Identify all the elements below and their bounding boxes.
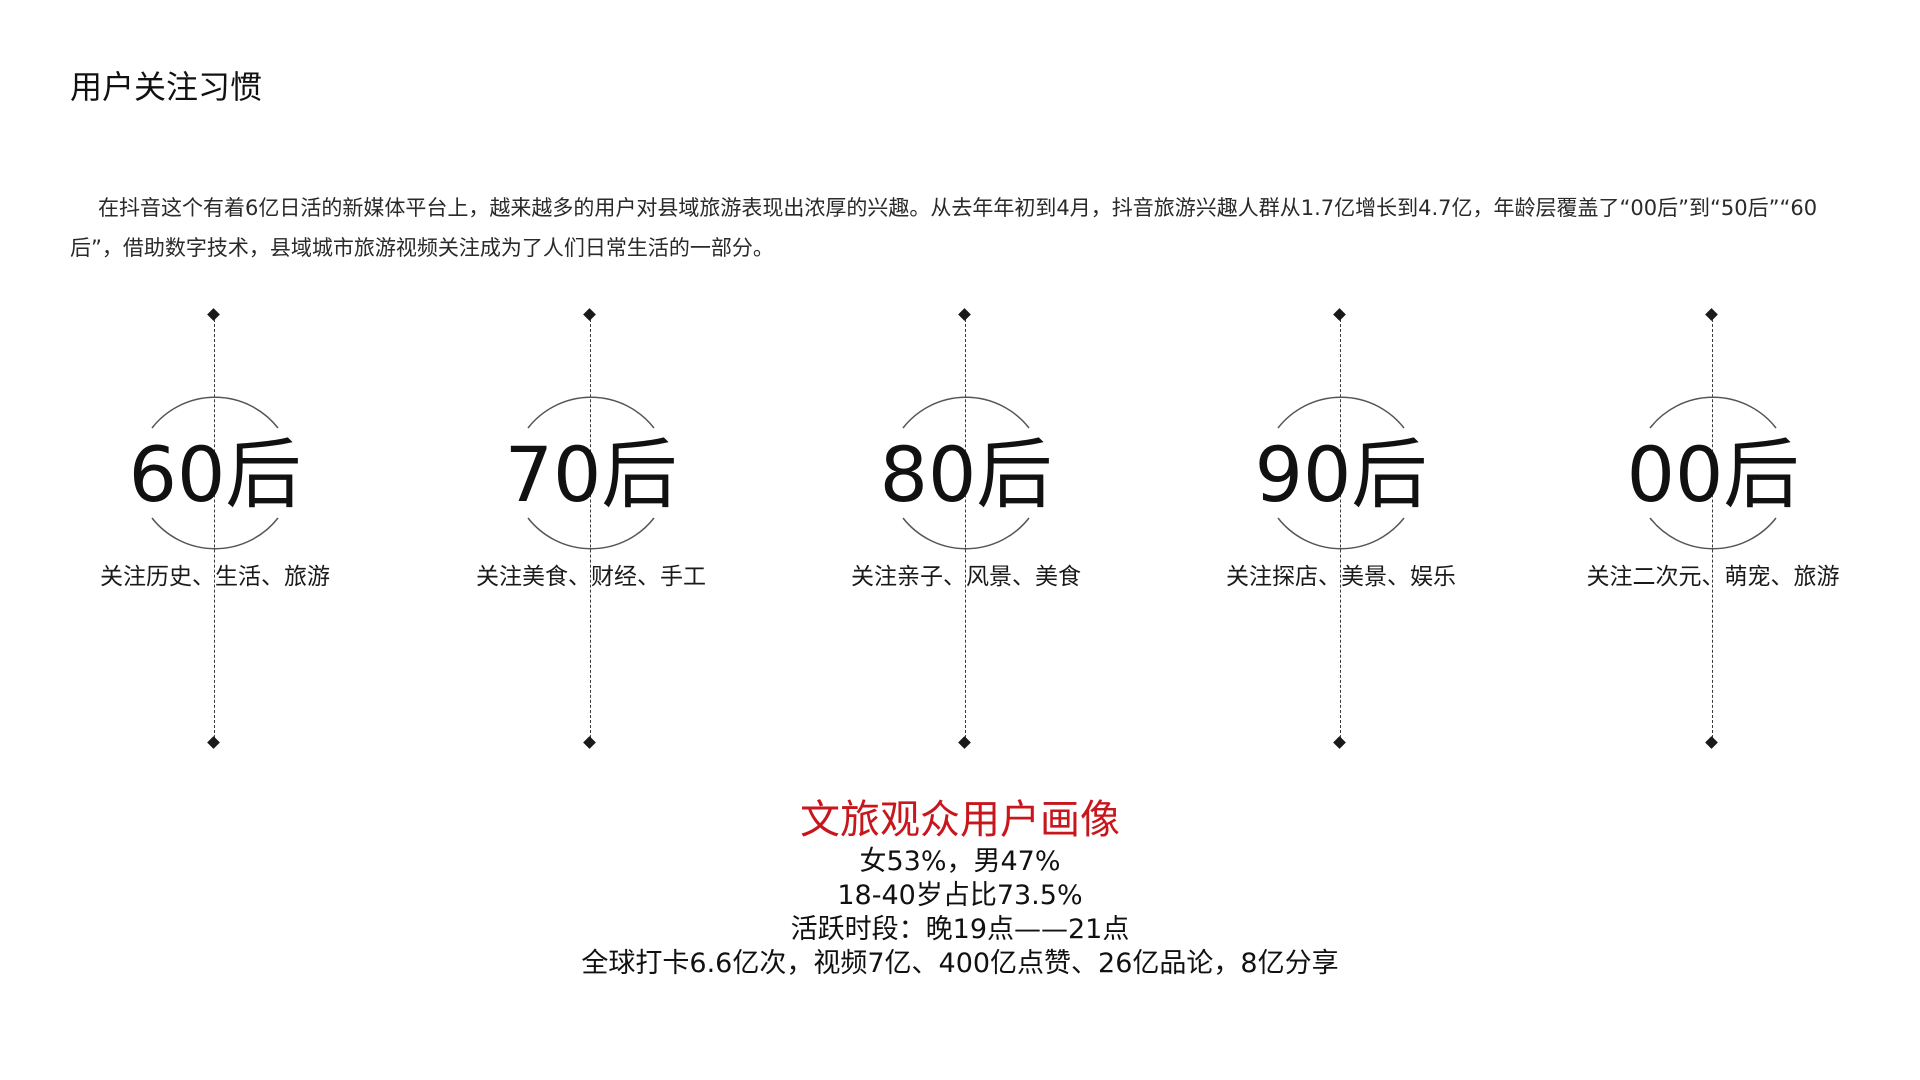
diamond-marker-top: [1333, 308, 1346, 321]
diamond-marker-bottom: [958, 736, 971, 749]
generation-timeline: 60后 关注历史、生活、旅游 70后 关注美食、财经、手工 80后 关注亲子、风…: [0, 300, 1920, 760]
generation-interests: 关注亲子、风景、美食: [851, 564, 1081, 590]
arc-decoration: [527, 396, 655, 550]
generation-label: 80后: [879, 430, 1053, 519]
generation-interests: 关注探店、美景、娱乐: [1226, 564, 1456, 590]
diamond-marker-bottom: [583, 736, 596, 749]
dashed-divider: [590, 314, 591, 738]
portrait-title: 文旅观众用户画像: [800, 797, 1120, 843]
generation-item-90s: 90后 关注探店、美景、娱乐: [1161, 300, 1521, 760]
generation-label: 00后: [1626, 430, 1800, 519]
diamond-marker-bottom: [1333, 736, 1346, 749]
generation-item-70s: 70后 关注美食、财经、手工: [411, 300, 771, 760]
dashed-divider: [1340, 314, 1341, 738]
diamond-marker-top: [207, 308, 220, 321]
page-title: 用户关注习惯: [70, 68, 263, 106]
generation-label: 70后: [504, 430, 678, 519]
diamond-marker-top: [958, 308, 971, 321]
portrait-active-time: 活跃时段：晚19点——21点: [790, 914, 1130, 945]
arc-decoration: [1277, 396, 1405, 550]
diamond-marker-top: [583, 308, 596, 321]
portrait-engagement: 全球打卡6.6亿次，视频7亿、400亿点赞、26亿品论，8亿分享: [581, 948, 1339, 979]
diamond-marker-top: [1705, 308, 1718, 321]
generation-item-60s: 60后 关注历史、生活、旅游: [35, 300, 395, 760]
arc-decoration: [902, 396, 1030, 550]
generation-interests: 关注美食、财经、手工: [476, 564, 706, 590]
generation-item-00s: 00后 关注二次元、萌宠、旅游: [1533, 300, 1893, 760]
portrait-age: 18-40岁占比73.5%: [837, 880, 1083, 911]
intro-paragraph: 在抖音这个有着6亿日活的新媒体平台上，越来越多的用户对县域旅游表现出浓厚的兴趣。…: [70, 196, 1818, 260]
generation-interests: 关注历史、生活、旅游: [100, 564, 330, 590]
portrait-gender: 女53%，男47%: [859, 846, 1061, 877]
generation-label: 90后: [1254, 430, 1428, 519]
dashed-divider: [1712, 314, 1713, 738]
dashed-divider: [214, 314, 215, 738]
generation-item-80s: 80后 关注亲子、风景、美食: [786, 300, 1146, 760]
audience-portrait: 文旅观众用户画像 女53%，男47% 18-40岁占比73.5% 活跃时段：晚1…: [460, 795, 1460, 981]
generation-interests: 关注二次元、萌宠、旅游: [1586, 564, 1840, 590]
arc-decoration: [1649, 396, 1777, 550]
dashed-divider: [965, 314, 966, 738]
diamond-marker-bottom: [1705, 736, 1718, 749]
arc-decoration: [151, 396, 279, 550]
diamond-marker-bottom: [207, 736, 220, 749]
generation-label: 60后: [128, 430, 302, 519]
